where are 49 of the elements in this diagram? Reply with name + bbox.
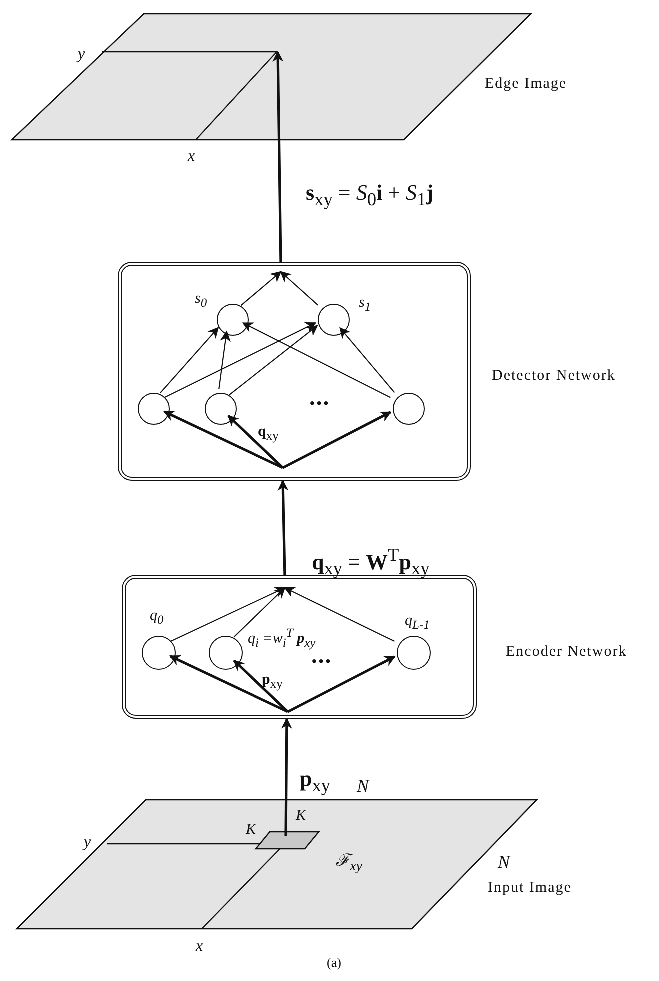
ellipsis-mark: ••• <box>310 397 331 413</box>
arrow <box>242 322 391 398</box>
edge-label: p$_{xy}$ <box>300 766 331 796</box>
arrow <box>170 587 286 642</box>
plane-title: Input Image <box>488 880 572 897</box>
axis-label: K <box>246 822 256 839</box>
neuron-label: s$_{0}$ <box>195 291 208 311</box>
arrow <box>340 327 396 394</box>
axis-label: N <box>357 776 370 797</box>
axis-label: y <box>78 46 86 64</box>
arrow <box>240 271 282 306</box>
axis-label: x <box>188 148 196 166</box>
edge-label: p$_{xy}$ <box>262 672 283 692</box>
neuron-label: q$_{i}$ =w$_{i}$$^{T}$ p$_{xy}$ <box>248 626 316 651</box>
figure-caption: (a) <box>327 955 342 971</box>
network-title: Encoder Network <box>506 644 628 661</box>
neuron-label: s$_{1}$ <box>359 295 372 315</box>
arrow <box>160 327 220 394</box>
arrow <box>280 271 318 306</box>
arrow <box>228 415 284 469</box>
neuron-circle <box>138 393 170 425</box>
arrow <box>169 655 289 714</box>
ellipsis-mark: ••• <box>312 655 333 671</box>
edge-label: q$_{xy}$ <box>258 424 279 444</box>
plane-title: Edge Image <box>485 76 568 93</box>
arrow <box>284 587 395 642</box>
neuron-circle <box>393 393 425 425</box>
arrow <box>218 330 231 390</box>
network-title: Detector Network <box>492 368 616 385</box>
arrow <box>164 322 317 398</box>
arrow <box>234 587 286 638</box>
patch-label: ℱ$_{xy}$ <box>336 850 363 876</box>
arrow <box>272 50 284 264</box>
arrow <box>163 410 284 470</box>
neuron-label: q$_{0}$ <box>150 608 164 628</box>
axis-label: K <box>296 808 306 825</box>
arrow <box>282 411 392 470</box>
axis-label: y <box>84 834 92 852</box>
axis-label: x <box>196 938 204 956</box>
edge-label: q$_{xy}$ = W$^{T}$p$_{xy}$ <box>312 545 430 580</box>
arrow <box>281 718 292 836</box>
arrow <box>229 325 318 396</box>
arrow <box>287 656 396 714</box>
neuron-circle <box>205 393 237 425</box>
arrow <box>233 660 289 713</box>
arrow <box>278 480 289 576</box>
neuron-label: q$_{L-1}$ <box>405 613 430 633</box>
axis-label: N <box>498 852 510 873</box>
edge-label: s$_{xy}$ = S$_{0}$i + S$_{1}$j <box>306 180 434 210</box>
